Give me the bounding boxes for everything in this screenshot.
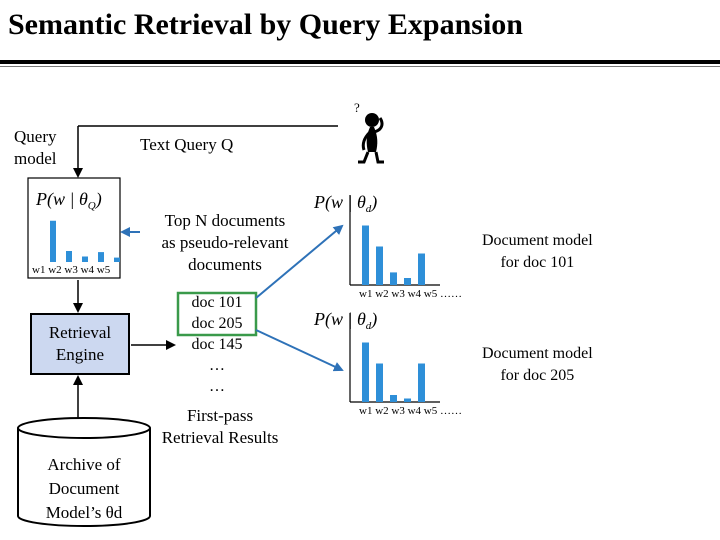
title-divider-thin — [0, 66, 720, 67]
svg-text:?: ? — [354, 100, 360, 115]
page-title: Semantic Retrieval by Query Expansion — [8, 8, 523, 41]
archive-cylinder-body — [17, 428, 151, 527]
first-pass-label: First-pass Retrieval Results — [161, 406, 279, 447]
docmodel-205-label: Document model for doc 205 — [482, 345, 593, 384]
text-query-label: Text Query Q — [140, 135, 234, 154]
archive-cylinder-top — [17, 417, 151, 439]
query-model-formula: P(w | θQ) — [35, 189, 102, 212]
result-doc-205: doc 205 — [191, 315, 243, 332]
result-doc-145: doc 145 — [191, 336, 243, 353]
query-model-bars — [50, 220, 120, 262]
query-model-label: Query model — [14, 127, 57, 168]
query-model-bar-5 — [114, 257, 120, 262]
result-ellipsis-2: … — [209, 378, 225, 395]
pseudo-relevant-label: Top N documents as pseudo-relevant docum… — [161, 211, 289, 274]
query-model-bar-4 — [98, 252, 104, 262]
docmodel-101-bar-3 — [390, 272, 397, 285]
docmodel-101-formula: P(w | θd) — [313, 192, 377, 215]
docmodel-205-bar-5 — [418, 363, 425, 402]
query-model-word-labels: w1 w2 w3 w4 w5 — [32, 264, 111, 276]
docmodel-101-bar-2 — [376, 246, 383, 285]
archive-label: Archive of Document Model’s θd — [45, 455, 123, 522]
first-pass-doc-list: doc 101 doc 205 doc 145 … … — [178, 292, 256, 397]
docmodel-205-bar-1 — [362, 342, 369, 402]
pseudo-relevant-highlight — [176, 291, 258, 337]
docmodel-101-bars — [362, 225, 425, 285]
docmodel-101-bar-1 — [362, 225, 369, 285]
docmodel-205-formula: P(w | θd) — [313, 309, 377, 332]
to-docmodel-205-arrow — [255, 329, 344, 372]
docmodel-205-bar-4 — [404, 398, 411, 402]
result-doc-101: doc 101 — [191, 294, 243, 311]
thinking-person-icon: ? — [354, 100, 384, 164]
docmodel-101-word-labels: w1 w2 w3 w4 w5 …… — [359, 288, 462, 300]
query-model-bar-1 — [50, 220, 56, 262]
result-ellipsis-1: … — [209, 357, 225, 374]
docmodel-205-bar-2 — [376, 363, 383, 402]
docmodel-205-bar-3 — [390, 395, 397, 402]
query-model-bar-2 — [66, 251, 72, 262]
docmodel-101-bar-5 — [418, 253, 425, 285]
query-model-bar-3 — [82, 256, 88, 262]
docmodel-101-label: Document model for doc 101 — [482, 232, 593, 271]
docmodel-101-bar-4 — [404, 278, 411, 285]
retrieval-engine-box: Retrieval Engine — [30, 313, 130, 375]
docmodel-205-bars — [362, 342, 425, 402]
docmodel-205-word-labels: w1 w2 w3 w4 w5 …… — [359, 405, 462, 417]
to-docmodel-101-arrow — [255, 224, 344, 299]
title-divider — [0, 60, 720, 64]
